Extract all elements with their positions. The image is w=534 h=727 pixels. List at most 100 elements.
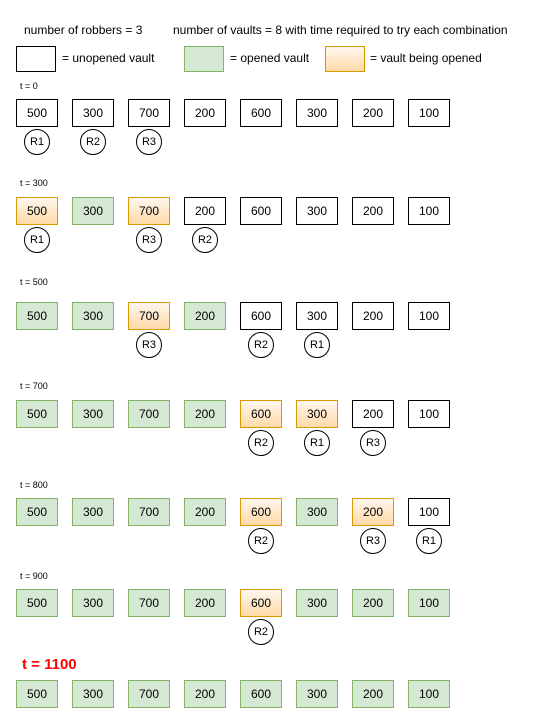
vault-time-value: 300 xyxy=(306,505,328,519)
vault-unopened: 300 xyxy=(72,99,114,127)
vaults-count-text: number of vaults = 8 with time required … xyxy=(173,23,508,37)
vault-time-value: 100 xyxy=(418,505,440,519)
vault-unopened: 100 xyxy=(408,498,450,526)
robbers-count-text: number of robbers = 3 xyxy=(24,23,143,37)
vault-time-value: 700 xyxy=(138,596,160,610)
legend-opened-swatch xyxy=(184,46,224,72)
vault-time-value: 700 xyxy=(138,309,160,323)
vault-time-value: 200 xyxy=(362,309,384,323)
legend-opening-label: = vault being opened xyxy=(370,51,482,65)
legend-unopened-swatch xyxy=(16,46,56,72)
vault-opening: 700 xyxy=(128,302,170,330)
vault-time-value: 300 xyxy=(82,309,104,323)
vault-opening: 200 xyxy=(352,498,394,526)
vault-time-value: 600 xyxy=(250,106,272,120)
time-label: t = 700 xyxy=(20,381,48,391)
vault-opened: 100 xyxy=(408,589,450,617)
robber-marker: R3 xyxy=(136,129,162,155)
vault-unopened: 300 xyxy=(296,197,338,225)
vault-opened: 700 xyxy=(128,680,170,708)
vault-unopened: 200 xyxy=(352,302,394,330)
vault-time-value: 500 xyxy=(26,687,48,701)
vault-time-value: 200 xyxy=(194,596,216,610)
vault-time-value: 200 xyxy=(362,407,384,421)
vault-time-value: 200 xyxy=(362,596,384,610)
vault-opened: 500 xyxy=(16,589,58,617)
vault-time-value: 300 xyxy=(306,687,328,701)
robber-marker: R1 xyxy=(24,129,50,155)
vault-time-value: 300 xyxy=(82,505,104,519)
vault-time-value: 700 xyxy=(138,407,160,421)
vault-time-value: 300 xyxy=(82,596,104,610)
vault-time-value: 100 xyxy=(418,687,440,701)
robber-marker: R1 xyxy=(24,227,50,253)
vault-opened: 300 xyxy=(296,680,338,708)
robber-marker: R1 xyxy=(304,430,330,456)
vault-opened: 200 xyxy=(184,302,226,330)
vault-unopened: 200 xyxy=(352,197,394,225)
vault-opened: 200 xyxy=(352,680,394,708)
vault-time-value: 500 xyxy=(26,596,48,610)
vault-opening: 600 xyxy=(240,589,282,617)
vault-unopened: 500 xyxy=(16,99,58,127)
vault-opened: 300 xyxy=(72,589,114,617)
vault-time-value: 300 xyxy=(82,687,104,701)
vault-time-value: 700 xyxy=(138,687,160,701)
vault-unopened: 100 xyxy=(408,99,450,127)
vault-unopened: 200 xyxy=(352,400,394,428)
legend-opening-swatch xyxy=(325,46,365,72)
vault-time-value: 700 xyxy=(138,204,160,218)
vault-time-value: 600 xyxy=(250,687,272,701)
vault-time-value: 500 xyxy=(26,106,48,120)
robber-marker: R2 xyxy=(248,332,274,358)
time-label: t = 900 xyxy=(20,571,48,581)
vault-time-value: 100 xyxy=(418,407,440,421)
robber-marker: R3 xyxy=(360,430,386,456)
vault-time-value: 300 xyxy=(306,204,328,218)
vault-opened: 600 xyxy=(240,680,282,708)
vault-opened: 500 xyxy=(16,400,58,428)
vault-time-value: 700 xyxy=(138,106,160,120)
vault-time-value: 200 xyxy=(194,309,216,323)
vault-opened: 500 xyxy=(16,498,58,526)
vault-opened: 300 xyxy=(72,498,114,526)
vault-unopened: 200 xyxy=(352,99,394,127)
robber-marker: R1 xyxy=(304,332,330,358)
vault-opened: 500 xyxy=(16,302,58,330)
vault-opened: 200 xyxy=(184,589,226,617)
vault-time-value: 200 xyxy=(362,687,384,701)
vault-opened: 300 xyxy=(72,400,114,428)
vault-time-value: 500 xyxy=(26,309,48,323)
robber-marker: R1 xyxy=(416,528,442,554)
vault-opened: 200 xyxy=(352,589,394,617)
vault-time-value: 300 xyxy=(82,106,104,120)
vault-opened: 200 xyxy=(184,400,226,428)
vault-unopened: 100 xyxy=(408,197,450,225)
robber-marker: R2 xyxy=(248,430,274,456)
time-label: t = 500 xyxy=(20,277,48,287)
vault-opened: 700 xyxy=(128,498,170,526)
vault-time-value: 100 xyxy=(418,204,440,218)
vault-opened: 700 xyxy=(128,589,170,617)
time-label: t = 1100 xyxy=(22,656,77,673)
vault-opened: 300 xyxy=(72,197,114,225)
vault-time-value: 200 xyxy=(362,505,384,519)
vault-time-value: 200 xyxy=(194,106,216,120)
vault-time-value: 300 xyxy=(306,596,328,610)
vault-unopened: 200 xyxy=(184,99,226,127)
vault-time-value: 100 xyxy=(418,106,440,120)
vault-time-value: 200 xyxy=(194,204,216,218)
vault-opening: 600 xyxy=(240,400,282,428)
vault-time-value: 600 xyxy=(250,596,272,610)
robber-marker: R3 xyxy=(136,332,162,358)
vault-unopened: 600 xyxy=(240,99,282,127)
vault-time-value: 200 xyxy=(362,204,384,218)
vault-unopened: 600 xyxy=(240,302,282,330)
vault-time-value: 500 xyxy=(26,204,48,218)
vault-opened: 300 xyxy=(296,589,338,617)
vault-time-value: 500 xyxy=(26,407,48,421)
time-label: t = 800 xyxy=(20,480,48,490)
vault-time-value: 100 xyxy=(418,309,440,323)
vault-opened: 700 xyxy=(128,400,170,428)
vault-unopened: 300 xyxy=(296,99,338,127)
